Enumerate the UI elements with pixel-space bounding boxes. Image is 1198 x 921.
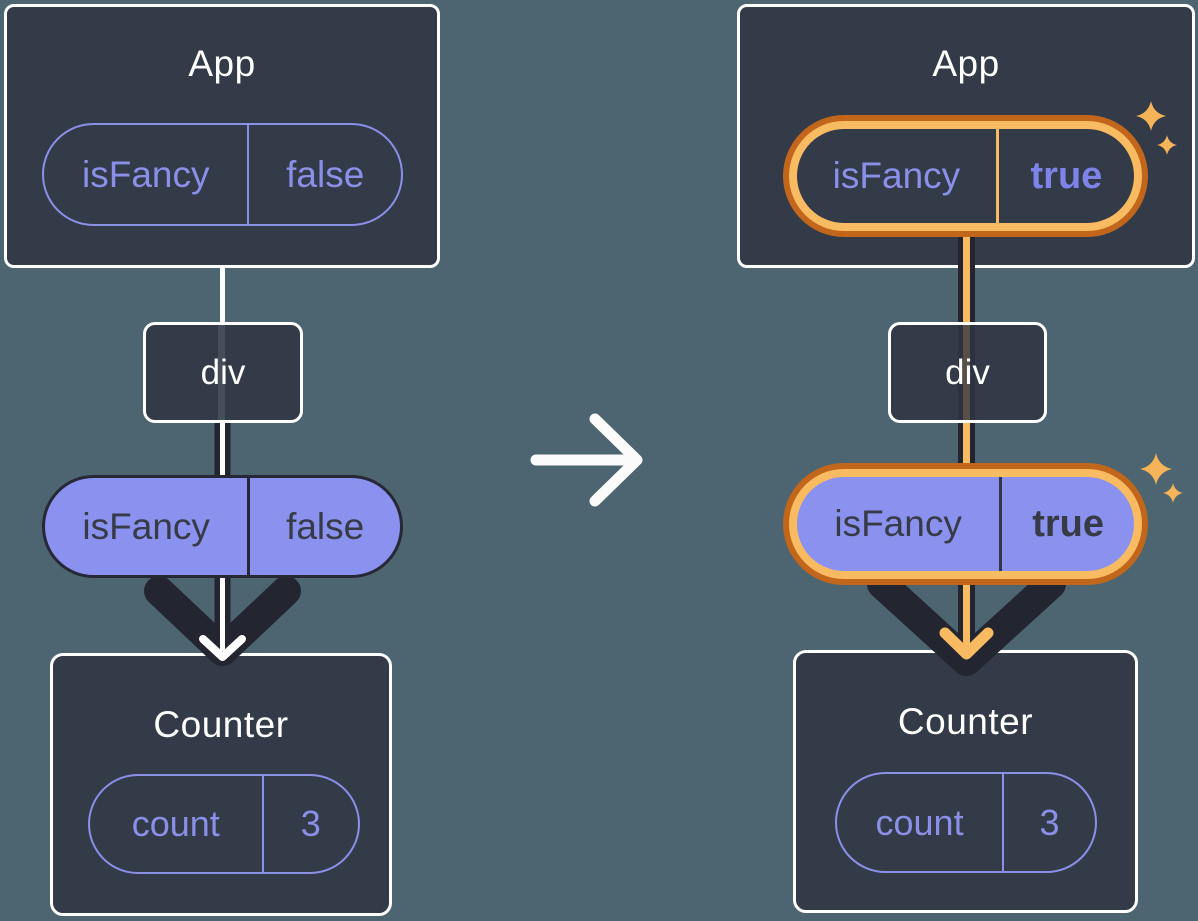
prop-name: isFancy bbox=[834, 503, 962, 544]
right-app-title: App bbox=[932, 43, 1000, 84]
right-div-title: div bbox=[945, 352, 990, 392]
sparkle-icon bbox=[1140, 453, 1172, 485]
left-div-passthrough-line bbox=[218, 325, 225, 420]
right-counter-title: Counter bbox=[897, 701, 1034, 742]
right-arrow-icon bbox=[530, 413, 643, 507]
left-down-arrowhead-icon bbox=[144, 576, 301, 666]
highlight-ring: isFancy true bbox=[789, 121, 1142, 231]
right-counter-state-pill: count 3 bbox=[835, 772, 1097, 873]
right-app-to-counter-arrow bbox=[867, 228, 1066, 676]
right-div-card: div bbox=[888, 322, 1047, 423]
state-value: 3 bbox=[1002, 774, 1095, 871]
prop-value: false bbox=[247, 478, 400, 575]
prop-value: true bbox=[999, 477, 1134, 571]
state-value: false bbox=[247, 125, 401, 224]
left-app-title: App bbox=[188, 43, 256, 84]
right-prop-pill-highlight: isFancy true bbox=[783, 463, 1148, 585]
left-counter-title: Counter bbox=[153, 704, 289, 745]
left-div-card: div bbox=[143, 322, 303, 423]
left-app-state-pill: isFancy false bbox=[42, 123, 403, 226]
right-app-state-pill-highlight: isFancy true bbox=[783, 115, 1148, 237]
left-counter-state-pill: count 3 bbox=[88, 774, 360, 874]
left-prop-pill: isFancy false bbox=[42, 475, 403, 578]
state-value: true bbox=[995, 129, 1134, 223]
highlight-ring: isFancy true bbox=[789, 469, 1142, 579]
state-name: isFancy bbox=[832, 155, 961, 196]
right-prop-pill: isFancy true bbox=[797, 477, 1134, 571]
state-name: count bbox=[875, 801, 964, 843]
state-name: count bbox=[131, 803, 220, 844]
prop-name: isFancy bbox=[82, 505, 210, 547]
left-div-title: div bbox=[200, 352, 246, 392]
sparkle-icon bbox=[1163, 483, 1183, 503]
state-value: 3 bbox=[261, 776, 358, 872]
state-name: isFancy bbox=[82, 153, 210, 195]
right-app-state-pill: isFancy true bbox=[797, 129, 1134, 223]
